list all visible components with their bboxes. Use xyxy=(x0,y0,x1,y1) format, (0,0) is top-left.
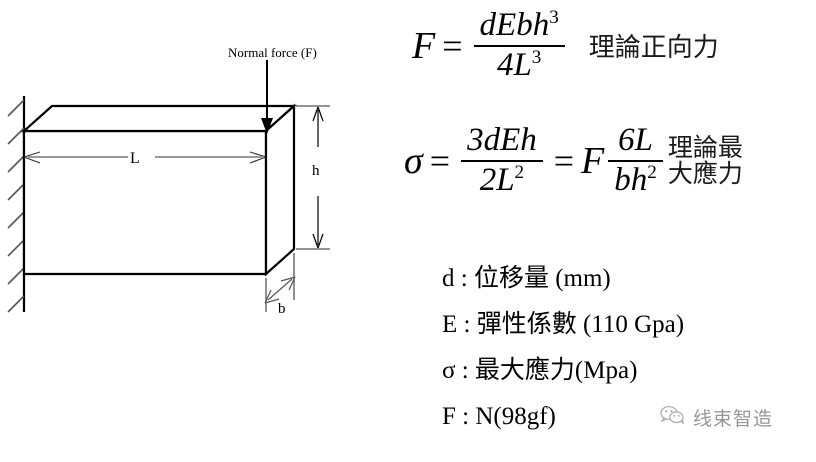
fraction-denominator: 4L3 xyxy=(491,46,547,84)
length-label: L xyxy=(130,150,140,167)
fraction-2-numerator: 6L xyxy=(618,122,653,158)
denominator-2-exponent: 2 xyxy=(647,161,657,183)
formula-column: F = dEbh3 4L3 理論正向力 σ = 3dEh 2L2 = F 6L xyxy=(400,0,816,462)
beam-svg: Normal force (F) L h xyxy=(7,45,330,317)
numerator-exponent: 3 xyxy=(549,7,559,28)
height-label: h xyxy=(312,163,320,179)
wall-hatching xyxy=(7,99,25,313)
equation-normal-force-lhs: F xyxy=(412,24,436,67)
breadth-dim-line xyxy=(267,278,293,301)
equation-normal-force: F = dEbh3 4L3 理論正向力 xyxy=(412,7,719,84)
denominator-2-text: bh xyxy=(614,161,648,198)
normal-force-arrow-head xyxy=(261,118,273,134)
fraction-stress-2: 6L bh2 xyxy=(608,122,663,199)
equals-sign-2: = xyxy=(553,140,575,181)
legend-item-sigma: σ : 最大應力(Mpa) xyxy=(442,357,638,384)
variable-legend: d : 位移量 (mm) E : 彈性係數 (110 Gpa) σ : 最大應力… xyxy=(442,266,802,450)
note-max-stress: 理論最 大應力 xyxy=(667,132,743,188)
equation-max-stress-lhs: σ xyxy=(404,139,423,182)
fraction-stress-1: 3dEh 2L2 xyxy=(461,122,543,199)
cantilever-beam-diagram: Normal force (F) L h xyxy=(0,0,400,462)
legend-item-E: E : 彈性係數 (110 Gpa) xyxy=(442,311,685,338)
force-factor: F xyxy=(581,139,605,182)
numerator-text: dEbh xyxy=(479,7,550,43)
breadth-label: b xyxy=(278,301,286,317)
watermark-text: 线束智造 xyxy=(693,408,774,430)
fraction-2-denominator: bh2 xyxy=(608,161,663,199)
denominator-text: 4L xyxy=(496,46,532,83)
fraction-2-bar xyxy=(608,159,663,162)
fraction-1-denominator: 2L2 xyxy=(474,161,530,199)
legend-item-F: F : N(98gf) xyxy=(442,403,556,430)
normal-force-arrow-tick xyxy=(266,107,292,131)
beam-front-face xyxy=(22,129,268,276)
length-dim-arrowheads xyxy=(23,151,267,164)
normal-force-label: Normal force (F) xyxy=(228,45,317,60)
note-max-stress-line-2: 大應力 xyxy=(667,158,743,188)
fraction-1-numerator: 3dEh xyxy=(467,122,537,158)
fraction-bar xyxy=(473,44,565,47)
note-max-stress-line-1: 理論最 xyxy=(667,132,743,162)
fraction-normal-force: dEbh3 4L3 xyxy=(473,7,565,84)
denominator-1-exponent: 2 xyxy=(514,161,525,183)
note-normal-force: 理論正向力 xyxy=(588,33,719,64)
legend-item-d: d : 位移量 (mm) xyxy=(442,265,611,292)
watermark: 线束智造 xyxy=(660,404,773,431)
wechat-icon xyxy=(660,405,686,430)
breadth-dim-arrowheads xyxy=(264,276,296,304)
fraction-numerator: dEbh3 xyxy=(474,7,565,44)
beam-top-face xyxy=(21,104,297,133)
denominator-1-text: 2L xyxy=(479,161,515,198)
denominator-exponent: 3 xyxy=(531,46,542,68)
equals-sign: = xyxy=(442,25,463,66)
height-dim-arrowheads xyxy=(312,106,324,249)
equals-sign-1: = xyxy=(429,140,451,181)
beam-right-face xyxy=(264,103,296,277)
equation-max-stress: σ = 3dEh 2L2 = F 6L bh2 理論最 大應力 xyxy=(404,122,743,199)
fraction-1-bar xyxy=(461,159,543,162)
